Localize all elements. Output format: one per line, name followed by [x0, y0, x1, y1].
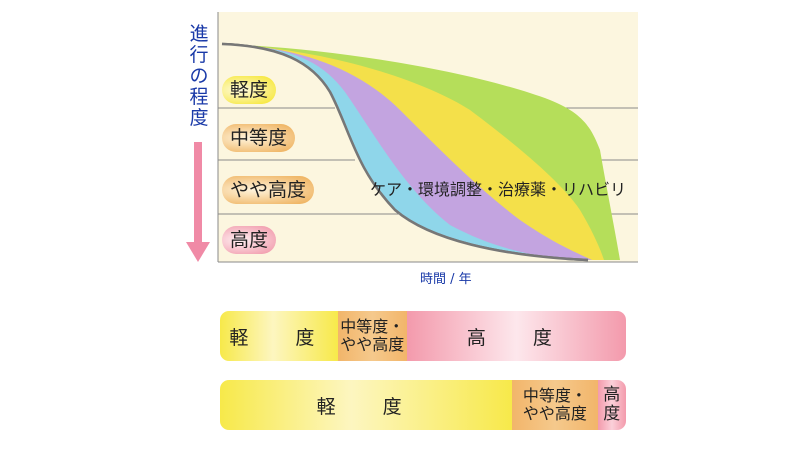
segment-label: 軽 度	[229, 326, 329, 349]
bar-segment-mild: 軽 度	[220, 380, 513, 430]
segment-label: 高 度	[603, 385, 621, 424]
segment-label: 高 度	[466, 326, 566, 349]
x-axis-label: 時間 / 年	[420, 272, 472, 287]
stage-duration-bar-without-care: 軽 度 中等度・ やや高度 高 度	[220, 311, 626, 361]
care-label: ケア・環境調整・治療薬・リハビリ	[370, 180, 627, 199]
segment-label: 軽 度	[316, 395, 416, 418]
natural-course-line-top	[221, 42, 589, 262]
down-arrow-icon	[186, 242, 210, 262]
stage-badge-moderate: 中等度	[222, 124, 296, 152]
y-axis-char: の	[189, 65, 209, 87]
below-line-fill	[222, 44, 588, 260]
stage-badge-somewhat-severe: やや高度	[222, 176, 315, 204]
y-axis-char: 度	[189, 107, 209, 129]
segment-label: 中等度・ やや高度	[522, 386, 587, 423]
y-axis-char: 行	[189, 44, 209, 66]
y-axis-char: 進	[189, 23, 209, 45]
stage-duration-bar-with-care: 軽 度 中等度・ やや高度 高 度	[220, 380, 626, 430]
bar-segment-severe: 高 度	[406, 311, 626, 361]
down-arrow-shaft	[194, 142, 202, 246]
y-axis-label: 進 行 の 程 度	[186, 24, 212, 129]
bar-segment-mild: 軽 度	[220, 311, 338, 361]
stage-badge-severe: 高度	[222, 226, 277, 254]
segment-label: 中等度・ やや高度	[340, 317, 405, 354]
bar-segment-severe: 高 度	[597, 380, 626, 430]
bar-segment-moderate: 中等度・ やや高度	[337, 311, 407, 361]
bar-segment-moderate: 中等度・ やや高度	[512, 380, 598, 430]
y-axis-char: 程	[189, 86, 209, 108]
stage-badge-mild: 軽度	[222, 76, 277, 104]
